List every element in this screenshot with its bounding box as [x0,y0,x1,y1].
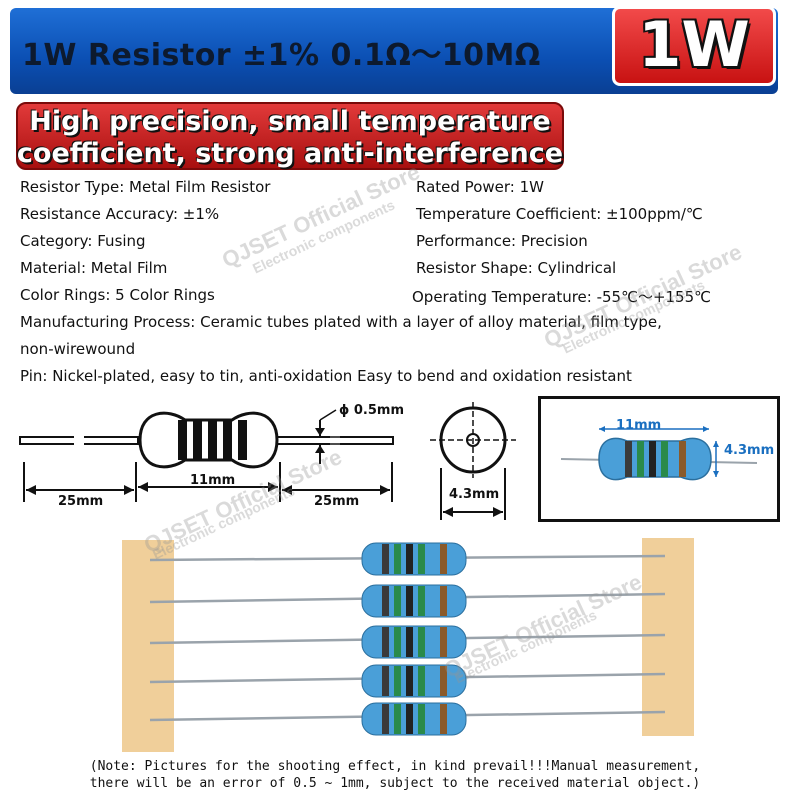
spec-temp-coeff: Temperature Coefficient: ±100ppm/℃ [416,205,703,223]
measurement-note: (Note: Pictures for the shooting effect,… [0,758,790,792]
feature-line-1: High precision, small temperature [29,106,551,137]
resistor-band [440,586,447,616]
power-badge [612,6,776,86]
spec-operating-temp: Operating Temperature: -55℃～+155℃ [412,288,711,306]
spec-process-line-1: Manufacturing Process: Ceramic tubes pla… [20,313,662,331]
lead-diameter-label: ϕ 0.5mm [339,403,404,418]
photo-diameter-label: 4.3mm [724,443,775,458]
spec-rated-power: Rated Power: 1W [416,178,544,196]
resistor-band [406,666,413,696]
spec-color-rings: Color Rings: 5 Color Rings [20,286,215,304]
spec-category: Category: Fusing [20,232,146,250]
color-band-3 [208,420,217,460]
spec-shape: Resistor Shape: Cylindrical [416,259,617,277]
note-line-2: there will be an error of 0.5 ~ 1mm, sub… [89,776,701,791]
break-mark-right [330,432,340,448]
feature-banner [16,102,564,170]
photo-length-label: 11mm [616,418,662,433]
photo-box [538,396,780,522]
resistor-band [382,544,389,574]
spec-resistor-type: Resistor Type: Metal Film Resistor [20,178,271,196]
resistor-band [382,666,389,696]
resistor-band [418,586,425,616]
spec-accuracy: Resistance Accuracy: ±1% [20,205,220,223]
note-line-1: (Note: Pictures for the shooting effect,… [89,759,701,774]
page-title: 1W Resistor ±1% 0.1Ω～10MΩ [22,38,541,73]
lead-left-length-label: 25mm [58,494,104,509]
diameter-label: 4.3mm [449,487,500,502]
resistor-photo [560,426,758,481]
spec-process-line-2: non-wirewound [20,340,136,358]
resistor-band [418,704,425,734]
resistor-band [406,544,413,574]
resistor-band [394,544,401,574]
spec-pin: Pin: Nickel-plated, easy to tin, anti-ox… [20,367,632,385]
resistor-band [406,586,413,616]
feature-line-2: coefficient, strong anti-interference [16,138,564,169]
resistor-body [361,542,467,576]
resistor-body [361,702,467,736]
resistor-band [406,704,413,734]
resistor-body [361,584,467,618]
resistor-tape-photo [122,538,694,752]
body-length-label: 11mm [190,473,236,488]
resistor-band [382,627,389,657]
resistor-band [418,627,425,657]
color-band-4 [223,420,232,460]
resistor-band [394,627,401,657]
color-band-1 [178,420,187,460]
spec-material: Material: Metal Film [20,259,168,277]
dimension-drawing [19,402,516,520]
resistor-band [382,704,389,734]
resistor-band [394,666,401,696]
resistor-band [440,627,447,657]
lead-right-length-label: 25mm [314,494,360,509]
resistor-band [440,544,447,574]
break-mark-left [74,432,84,448]
resistor-body [361,625,467,659]
tape-left [122,540,174,752]
resistor-band [394,704,401,734]
tape-right [642,538,694,736]
resistor-band [382,586,389,616]
resistor-band [418,544,425,574]
resistor-band [418,666,425,696]
resistor-band [406,627,413,657]
color-band-5 [238,420,247,460]
power-badge-label: 1W [638,8,750,81]
resistor-strip-group [149,542,666,736]
watermark-1: QJSET Official Store [218,159,424,273]
color-band-2 [193,420,202,460]
resistor-band [440,666,447,696]
resistor-band [440,704,447,734]
resistor-band [394,586,401,616]
spec-performance: Performance: Precision [416,232,588,250]
